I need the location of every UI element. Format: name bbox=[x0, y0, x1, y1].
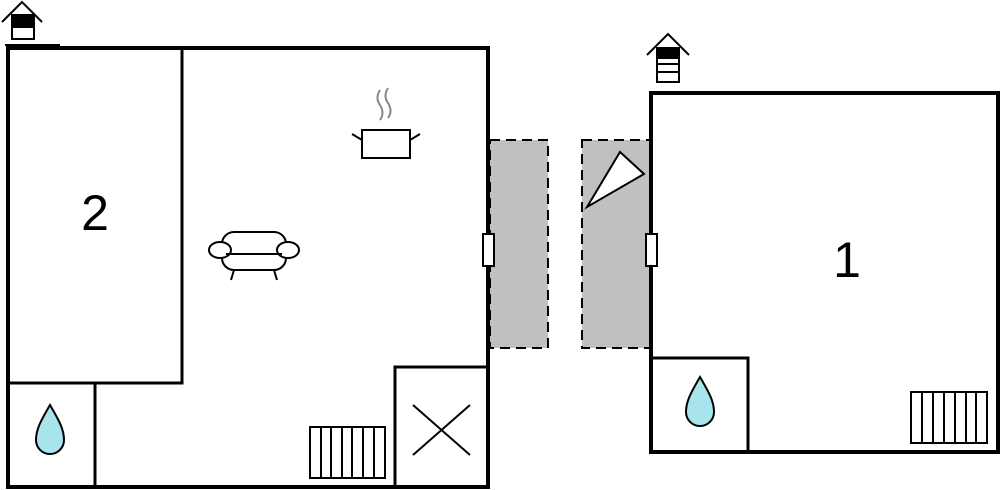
chimney-x-icon bbox=[412, 404, 471, 456]
radiator-icon bbox=[910, 391, 988, 444]
bathroom-right bbox=[649, 356, 750, 454]
water-drop-icon bbox=[34, 403, 66, 455]
bathroom-left bbox=[6, 381, 97, 489]
chimney-room bbox=[393, 365, 490, 489]
house-entrance-icon bbox=[1, 0, 60, 46]
building-right-outline bbox=[649, 91, 1000, 454]
window-icon bbox=[482, 233, 495, 267]
sofa-icon bbox=[208, 231, 300, 281]
room-1-label: 1 bbox=[833, 232, 861, 288]
room-2-label: 2 bbox=[81, 185, 109, 241]
parasol-icon bbox=[584, 150, 646, 210]
cooking-pot-icon bbox=[351, 87, 421, 159]
window-icon bbox=[645, 233, 658, 267]
terrace-area-left bbox=[489, 139, 549, 349]
house-entrance-icon bbox=[646, 32, 690, 83]
water-drop-icon bbox=[684, 375, 716, 427]
radiator-icon bbox=[309, 426, 386, 479]
